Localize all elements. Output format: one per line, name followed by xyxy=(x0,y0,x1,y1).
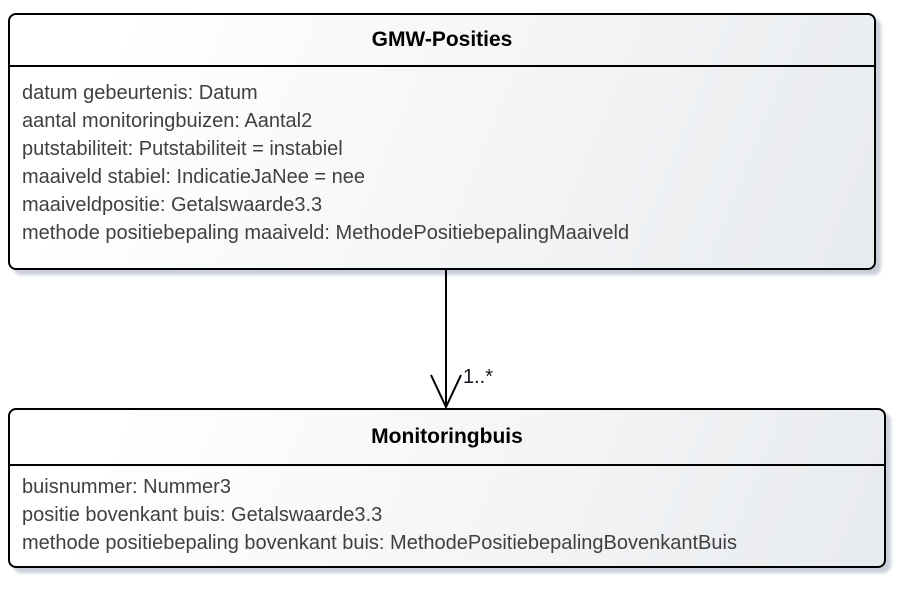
class-gmw-posities-header: GMW-Posities xyxy=(10,15,874,67)
attribute-row: maaiveld stabiel: IndicatieJaNee = nee xyxy=(22,166,365,188)
attribute-row: methode positiebepaling maaiveld: Method… xyxy=(22,222,630,244)
class-gmw-posities: GMW-Posities datum gebeurtenis: Datum aa… xyxy=(8,13,876,270)
attribute-row: aantal monitoringbuizen: Aantal2 xyxy=(22,110,313,132)
class-monitoringbuis-attributes: buisnummer: Nummer3 positie bovenkant bu… xyxy=(10,466,884,557)
attribute-row: datum gebeurtenis: Datum xyxy=(22,82,258,104)
class-gmw-posities-attributes: datum gebeurtenis: Datum aantal monitori… xyxy=(10,67,874,247)
attribute-row: methode positiebepaling bovenkant buis: … xyxy=(22,532,737,554)
multiplicity-label: 1..* xyxy=(463,366,494,388)
attribute-row: maaiveldpositie: Getalswaarde3.3 xyxy=(22,194,323,216)
class-monitoringbuis: Monitoringbuis buisnummer: Nummer3 posit… xyxy=(8,408,886,568)
class-monitoringbuis-header: Monitoringbuis xyxy=(10,410,884,466)
class-title: Monitoringbuis xyxy=(371,425,523,448)
attribute-row: buisnummer: Nummer3 xyxy=(22,476,231,498)
attribute-row: putstabiliteit: Putstabiliteit = instabi… xyxy=(22,138,343,160)
class-title: GMW-Posities xyxy=(371,28,513,51)
association-arrow xyxy=(430,270,462,408)
attribute-row: positie bovenkant buis: Getalswaarde3.3 xyxy=(22,504,383,526)
